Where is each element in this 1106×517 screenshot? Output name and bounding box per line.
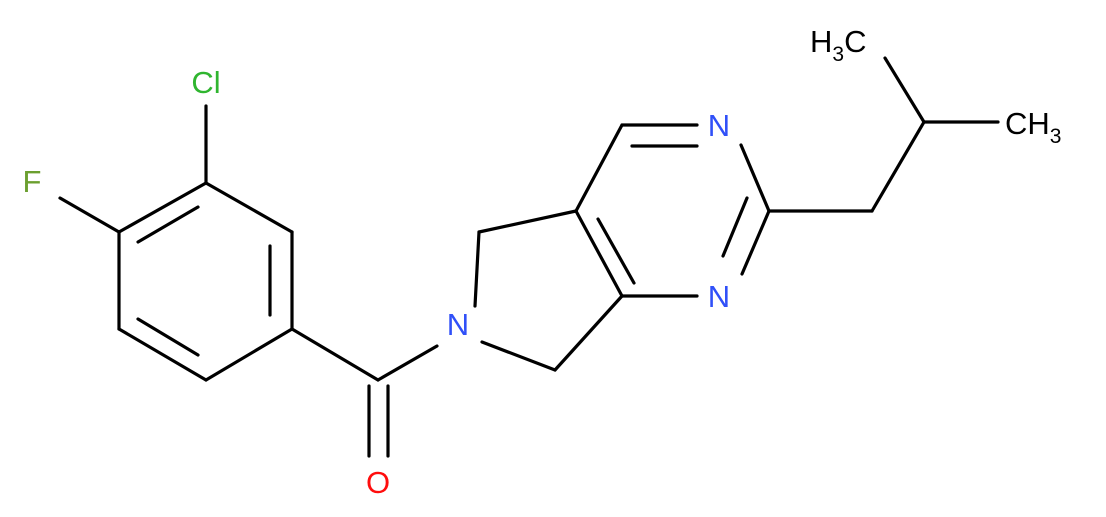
bond-carbonyl-n xyxy=(376,344,439,382)
bond xyxy=(574,209,624,298)
bond xyxy=(473,230,481,308)
bond xyxy=(204,327,294,382)
bond xyxy=(739,143,771,213)
pyrimidine-nitrogen-top-label: N xyxy=(708,108,730,143)
bond-c-f xyxy=(58,196,121,234)
bond xyxy=(117,327,208,382)
methyl-left-subscript: 3 xyxy=(832,43,844,66)
methyl-left-h: H xyxy=(810,24,832,59)
bond xyxy=(574,123,624,213)
bond xyxy=(740,209,771,276)
methyl-right-label: CH3 xyxy=(1005,106,1061,148)
amide-nitrogen-label: N xyxy=(447,307,469,342)
bond xyxy=(136,317,200,357)
bond xyxy=(883,56,926,124)
bond xyxy=(721,196,749,258)
bond xyxy=(553,294,624,372)
bond-ring-carbonyl xyxy=(290,327,380,382)
bond xyxy=(480,340,557,372)
bond xyxy=(870,120,926,213)
bond xyxy=(204,181,294,234)
bond xyxy=(477,209,578,234)
methyl-right-subscript: 3 xyxy=(1050,125,1062,148)
pyrimidine-nitrogen-bottom-label: N xyxy=(708,279,730,314)
bond xyxy=(136,205,200,244)
bond xyxy=(117,181,208,234)
fluorine-label: F xyxy=(23,164,42,199)
bond xyxy=(596,217,636,285)
methyl-left-c: C xyxy=(844,24,866,59)
benzene-ring xyxy=(117,181,294,382)
methyl-right-ch: CH xyxy=(1005,106,1050,141)
methyl-left-label: H3C xyxy=(810,24,866,66)
chlorine-label: Cl xyxy=(191,65,220,100)
oxygen-label: O xyxy=(366,465,390,500)
